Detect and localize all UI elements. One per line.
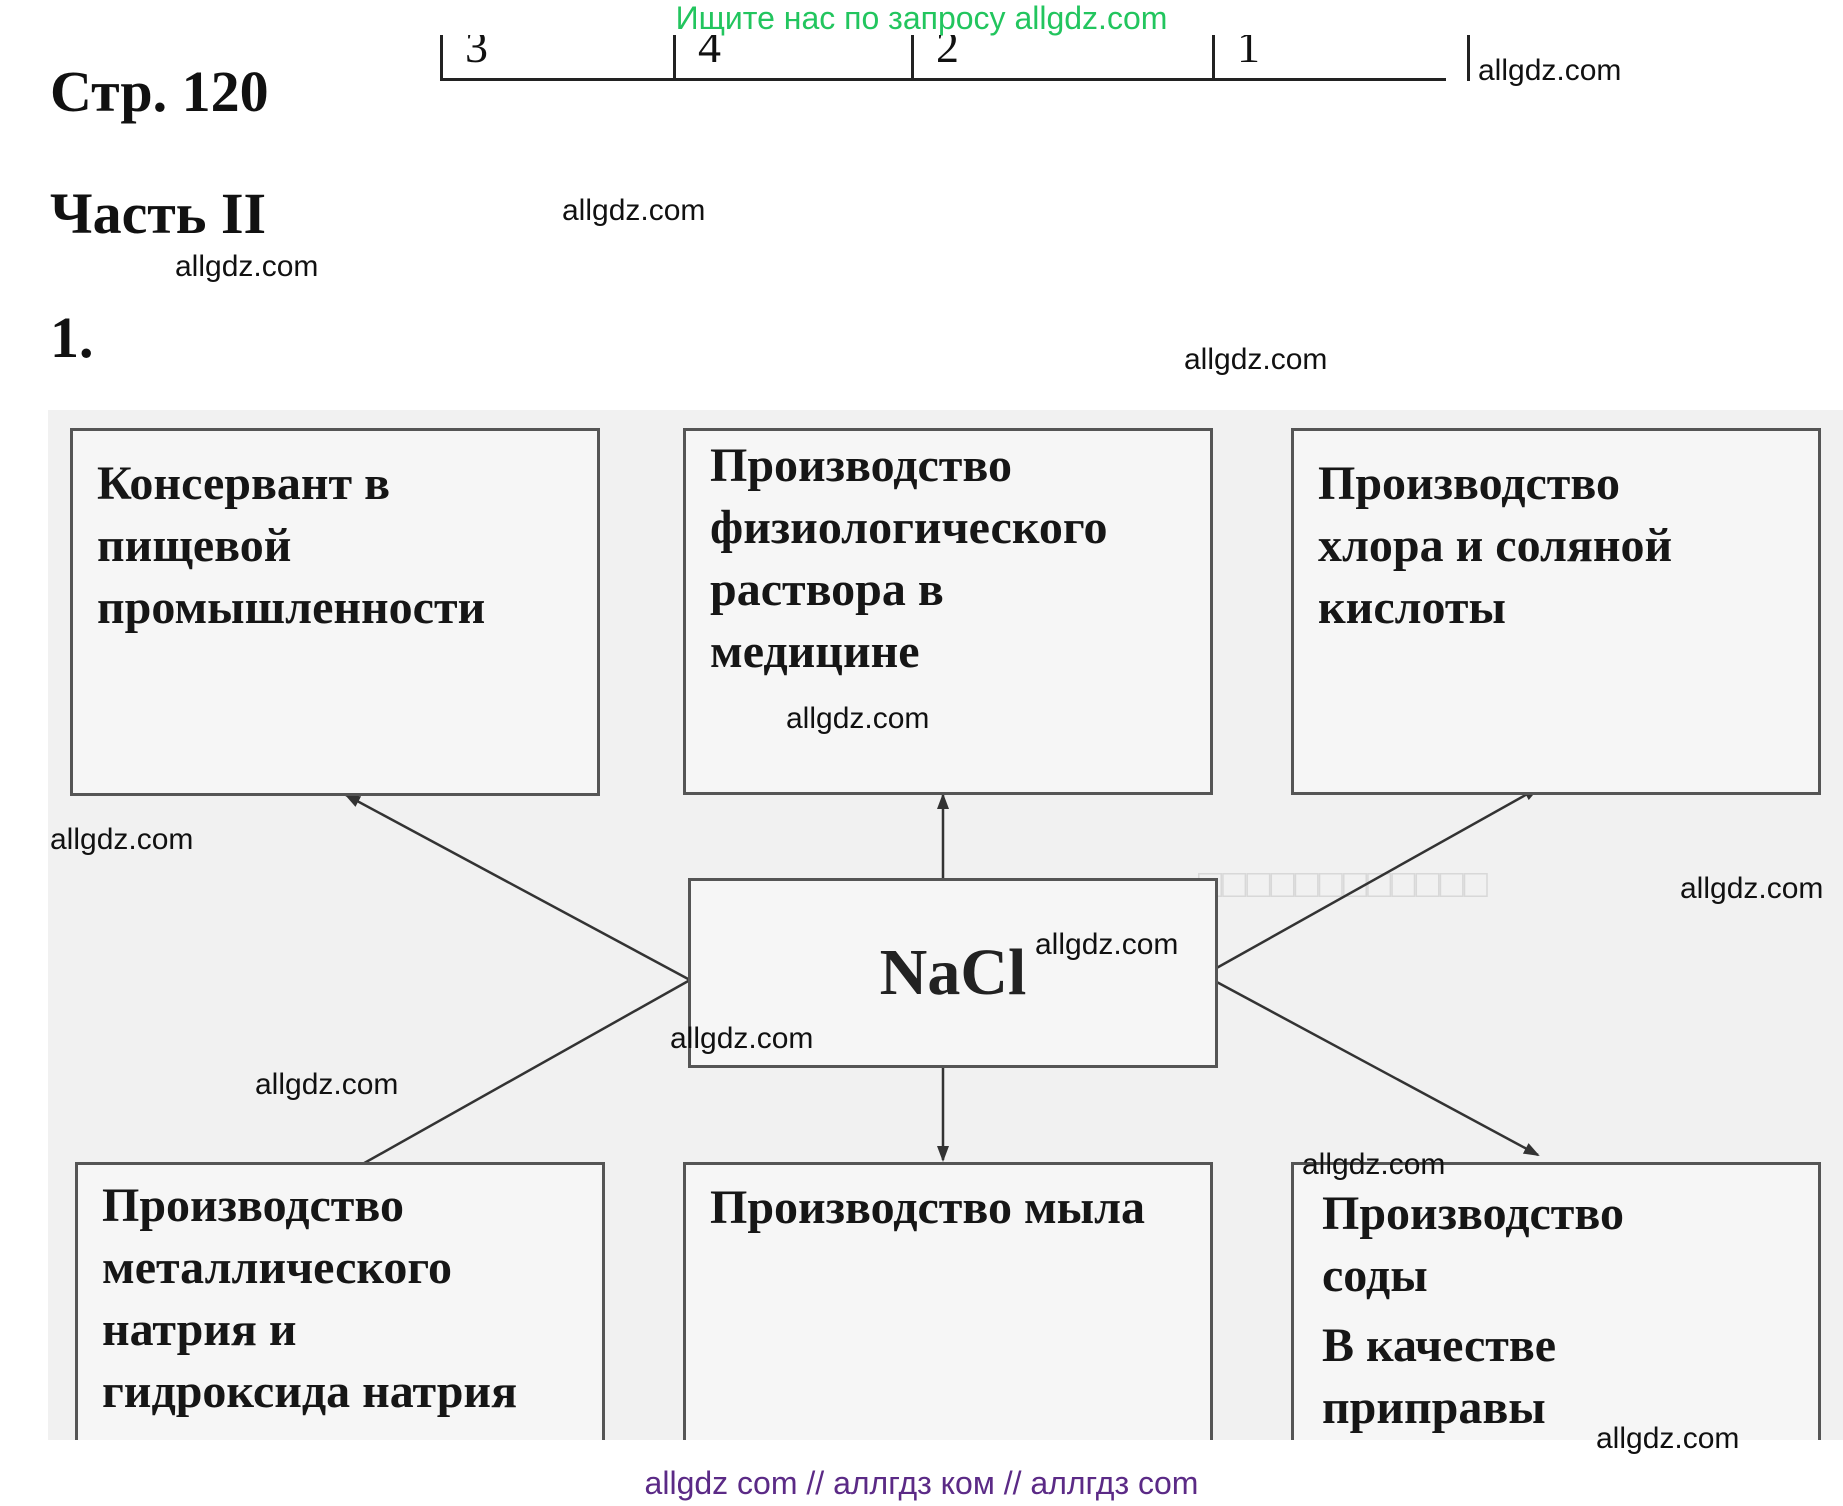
box-text-line: Производство — [102, 1179, 404, 1232]
box-text-line: медицине — [710, 625, 920, 678]
watermark: allgdz.com — [786, 702, 930, 735]
box-text-line: физиологического — [710, 501, 1108, 554]
box-text-line: хлора и соляной — [1318, 519, 1673, 572]
answer-cell: 2 — [911, 35, 1234, 81]
center-formula: NaCl — [879, 936, 1027, 1009]
box-top-middle: Производство физиологического раствора в… — [683, 428, 1213, 795]
watermark: allgdz.com — [1184, 343, 1328, 376]
arrow-to-top-left — [344, 793, 691, 982]
box-text-line: Производство — [710, 439, 1012, 492]
answer-cell: 4 — [673, 35, 933, 81]
task-number: 1. — [50, 305, 94, 370]
watermark: allgdz.com — [1596, 1422, 1740, 1455]
watermark: allgdz.com — [562, 194, 706, 227]
box-text-line: Производство — [1318, 457, 1620, 510]
page-label: Стр. 120 — [50, 59, 269, 124]
box-top-left: Консервант в пищевой промышленности — [70, 428, 600, 796]
page-bottom-margin — [0, 1440, 1843, 1506]
box-bottom-middle: Производство мыла — [683, 1162, 1213, 1492]
box-text-line: пищевой — [97, 519, 292, 572]
watermark: allgdz.com — [50, 823, 194, 856]
watermark: allgdz.com — [255, 1068, 399, 1101]
box-text-line: металлического — [102, 1241, 452, 1294]
box-text-line: Производство — [1322, 1187, 1624, 1240]
diagram-scan: ▭ ▭ ▭ ▭ ▭ ▭ ▭ ▭ □□□□□□□□□□□□ Консервант … — [48, 410, 1843, 1492]
box-text-line: раствора в — [710, 563, 944, 616]
box-top-right: Производство хлора и соляной кислоты — [1291, 428, 1821, 795]
box-text-line: приправы — [1322, 1381, 1546, 1434]
center-box-nacl: NaCl — [688, 878, 1218, 1068]
box-text-line: кислоты — [1318, 581, 1506, 634]
arrow-to-top-right — [1212, 786, 1540, 972]
box-text-line: В качестве — [1322, 1319, 1557, 1372]
arrow-to-bottom-left — [341, 978, 691, 1177]
part-label: Часть II — [50, 181, 267, 246]
box-bottom-right: Производство соды В качестве приправы — [1291, 1162, 1821, 1492]
watermark: allgdz.com — [175, 250, 319, 283]
arrow-to-bottom-right — [1212, 978, 1540, 1157]
box-text-line: натрия и — [102, 1303, 297, 1356]
watermark: allgdz.com — [1302, 1148, 1446, 1181]
answer-cell: 1 — [1212, 35, 1470, 81]
box-text-line: Производство мыла — [710, 1181, 1146, 1234]
box-text-line: соды — [1322, 1249, 1428, 1302]
answer-cell: 3 — [440, 35, 695, 81]
box-text-line: Консервант в — [97, 457, 391, 510]
box-text-line: промышленности — [97, 581, 486, 634]
footer-banner: allgdz com // аллгдз ком // аллгдз com — [644, 1465, 1199, 1501]
box-bottom-left: Производство металлического натрия и гид… — [75, 1162, 605, 1492]
watermark: allgdz.com — [1680, 872, 1824, 905]
answer-strip: 3 4 2 1 — [440, 35, 1470, 81]
diagram-arrows — [341, 786, 1540, 1177]
watermark: allgdz.com — [670, 1022, 814, 1055]
watermark: allgdz.com — [1035, 928, 1179, 961]
top-banner: Ищите нас по запросу allgdz.com — [675, 0, 1168, 36]
box-text-line: гидроксида натрия — [102, 1365, 518, 1418]
watermark: allgdz.com — [1478, 54, 1622, 87]
answer-strip-underline — [440, 78, 1446, 81]
